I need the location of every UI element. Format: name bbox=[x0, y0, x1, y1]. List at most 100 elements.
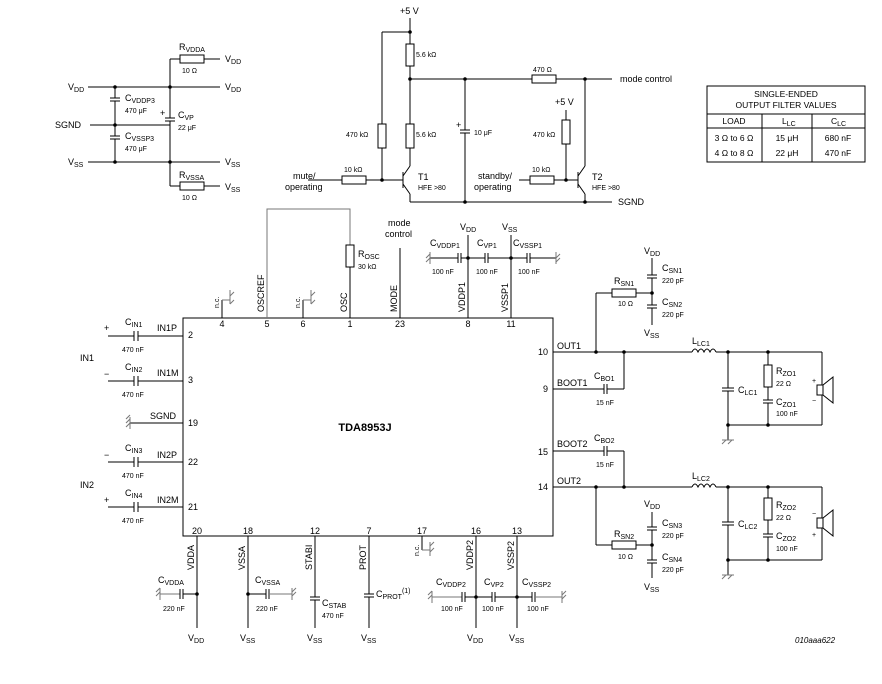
cbo2-name: CBO2 bbox=[594, 433, 615, 445]
pin-label-in2m: IN2M bbox=[157, 495, 179, 505]
cin3-value: 470 nF bbox=[122, 473, 144, 480]
table-header-load: LOAD bbox=[722, 116, 745, 126]
speaker-1-cone bbox=[822, 375, 834, 405]
vssp2-supply: VSS bbox=[509, 633, 525, 645]
supply-sgnd-left: SGND bbox=[55, 120, 82, 130]
pin-num-13: 13 bbox=[512, 526, 522, 536]
spk1-minus: − bbox=[812, 398, 816, 405]
prot-supply: VSS bbox=[361, 633, 377, 645]
input-network: + − − + IN1 IN2 CIN1 470 nF CIN2 470 nF … bbox=[80, 317, 183, 525]
vddp2-supply: VDD bbox=[467, 633, 483, 645]
r470b-value: 470 kΩ bbox=[533, 132, 555, 139]
pin-num-10: 10 bbox=[538, 347, 548, 357]
pin-num-18: 18 bbox=[243, 526, 253, 536]
cvp-name: CVP bbox=[178, 110, 194, 122]
table-title-2: OUTPUT FILTER VALUES bbox=[735, 100, 836, 110]
pin-label-vssp2: VSSP2 bbox=[506, 541, 516, 570]
mode-control-label-2: control bbox=[385, 229, 412, 239]
cvp-value: 22 μF bbox=[178, 125, 196, 132]
czo1-name: CZO1 bbox=[776, 397, 796, 409]
pin-label-vddp2: VDDP2 bbox=[465, 540, 475, 570]
cin4-name: CIN4 bbox=[125, 488, 143, 500]
rzo2-value: 22 Ω bbox=[776, 515, 791, 522]
cstab-name: CSTAB bbox=[322, 598, 347, 610]
csn1-name: CSN1 bbox=[662, 263, 682, 275]
supply-vss-r1: VSS bbox=[225, 157, 241, 169]
cvddp2-name: CVDDP2 bbox=[436, 577, 466, 589]
pin-num-3: 3 bbox=[188, 375, 193, 385]
supply-vss-left: VSS bbox=[68, 157, 84, 169]
stabi-supply: VSS bbox=[307, 633, 323, 645]
rzo1-name: RZO1 bbox=[776, 366, 796, 378]
pin-num-21: 21 bbox=[188, 502, 198, 512]
czo1-value: 100 nF bbox=[776, 411, 798, 418]
csn2-name: CSN2 bbox=[662, 297, 682, 309]
cvssa-value: 220 nF bbox=[256, 606, 278, 613]
pin-label-prot: PROT bbox=[358, 544, 368, 570]
supply-decoupling: + VDD SGND VSS VDD VDD VSS VSS RVDDA 10 … bbox=[55, 42, 241, 202]
pin-num-15: 15 bbox=[538, 447, 548, 457]
clc1-name: CLC1 bbox=[738, 385, 757, 397]
pin-label-vdda: VDDA bbox=[186, 545, 196, 570]
pin-label-in1p: IN1P bbox=[157, 323, 177, 333]
spk2-minus: − bbox=[812, 511, 816, 518]
pin-num-16: 16 bbox=[471, 526, 481, 536]
pin-num-9: 9 bbox=[543, 384, 548, 394]
pin-label-out1: OUT1 bbox=[557, 341, 581, 351]
cbo1-name: CBO1 bbox=[594, 371, 615, 383]
csn2-vss: VSS bbox=[644, 328, 660, 340]
sgnd-bus-label: SGND bbox=[618, 197, 645, 207]
vssp1-supply: VSS bbox=[502, 222, 518, 234]
rzo1-value: 22 Ω bbox=[776, 381, 791, 388]
rsn2-name: RSN2 bbox=[614, 529, 634, 541]
pin-labels: IN1P IN1M SGND IN2P IN2M OUT1 BOOT1 BOOT… bbox=[150, 274, 588, 570]
supply-vdd-r2: VDD bbox=[225, 82, 241, 94]
pin-num-20: 20 bbox=[192, 526, 202, 536]
table-header-clc: CLC bbox=[831, 116, 846, 128]
llc2-name: LLC2 bbox=[692, 471, 710, 483]
pin-label-vssp1: VSSP1 bbox=[500, 283, 510, 312]
cprot-name: CPROT(1) bbox=[376, 588, 411, 601]
rsn1-value: 10 Ω bbox=[618, 301, 633, 308]
csn4-value: 220 pF bbox=[662, 567, 684, 574]
table-title-1: SINGLE-ENDED bbox=[754, 89, 818, 99]
csn2-value: 220 pF bbox=[662, 312, 684, 319]
in1-label: IN1 bbox=[80, 353, 94, 363]
cvssp1-value: 100 nF bbox=[518, 269, 540, 276]
cvddp3-value: 470 μF bbox=[125, 108, 147, 115]
cvddp1-value: 100 nF bbox=[432, 269, 454, 276]
pin-num-17: 17 bbox=[417, 526, 427, 536]
c10u-value: 10 μF bbox=[474, 130, 492, 137]
pin-num-19: 19 bbox=[188, 418, 198, 428]
pin-label-sgnd: SGND bbox=[150, 411, 177, 421]
table-cell: 15 μH bbox=[776, 133, 799, 143]
cin1-value: 470 nF bbox=[122, 347, 144, 354]
clc2-name: CLC2 bbox=[738, 519, 757, 531]
r10ka-value: 10 kΩ bbox=[344, 167, 362, 174]
pin-label-nc4: n.c. bbox=[214, 297, 221, 308]
standby-label-2: operating bbox=[474, 182, 512, 192]
cvssp3-name: CVSSP3 bbox=[125, 131, 154, 143]
csn1-value: 220 pF bbox=[662, 278, 684, 285]
t2-hfe: HFE >80 bbox=[592, 185, 620, 192]
speaker-1-icon bbox=[816, 384, 824, 396]
r56a-value: 5.6 kΩ bbox=[416, 52, 436, 59]
mode-control-output: mode control bbox=[620, 74, 672, 84]
mute-label-2: operating bbox=[285, 182, 323, 192]
cvp2-name: CVP2 bbox=[484, 577, 504, 589]
pin-label-osc: OSC bbox=[339, 292, 349, 312]
r470a-value: 470 kΩ bbox=[346, 132, 368, 139]
pin-num-22: 22 bbox=[188, 457, 198, 467]
cin2-value: 470 nF bbox=[122, 392, 144, 399]
pin-label-nc17: n.c. bbox=[414, 545, 421, 556]
table-cell: 3 Ω to 6 Ω bbox=[715, 133, 754, 143]
bottom-pin-network: CVDDA 220 nF VDD CVSSA 220 nF VSS CSTAB … bbox=[155, 536, 567, 645]
pin-num-8: 8 bbox=[465, 319, 470, 329]
vddp1-supply: VDD bbox=[460, 222, 476, 234]
pin-num-12: 12 bbox=[310, 526, 320, 536]
csn4-name: CSN4 bbox=[662, 552, 682, 564]
cvssp1-name: CVSSP1 bbox=[513, 238, 542, 250]
table-header-llc: LLC bbox=[782, 116, 796, 128]
cin3-name: CIN3 bbox=[125, 443, 143, 455]
